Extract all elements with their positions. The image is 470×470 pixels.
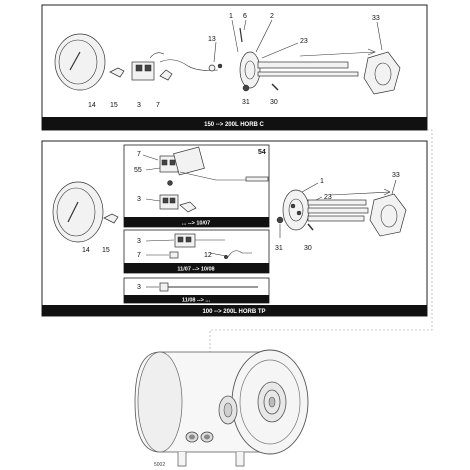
nut-part: [242, 84, 250, 92]
badge-54: 54: [258, 149, 266, 156]
label-mid-7a: 7: [137, 151, 141, 158]
label-mid-15: 15: [102, 247, 110, 254]
heating-element: [239, 48, 376, 89]
subpanel-3: 11/08 --> ... 3: [123, 277, 270, 304]
connector-part: [159, 69, 173, 81]
wire-bundle: [159, 59, 219, 71]
label-top-23: 23: [300, 38, 308, 45]
gasket-part-mid: [369, 193, 407, 237]
subpanel-2-caption: 11/07 --> 10/08: [177, 267, 214, 273]
panel-mid-caption: 100 --> 200L HORB TP: [202, 309, 265, 315]
label-mid-7b: 7: [137, 252, 141, 259]
label-top-30: 30: [270, 99, 278, 106]
cover-disc: [54, 33, 106, 91]
thermostat-part: [131, 52, 165, 81]
water-heater-tank: [134, 349, 309, 467]
drawing-code: 5002: [154, 462, 165, 468]
label-top-33: 33: [372, 15, 380, 22]
label-top-14: 14: [88, 102, 96, 109]
panel-top: 150 --> 200L HORB C: [41, 4, 428, 131]
label-top-1: 1: [229, 13, 233, 20]
label-mid-3c: 3: [137, 284, 141, 291]
panel-top-caption: 150 --> 200L HORB C: [204, 122, 264, 128]
screw-part: [271, 83, 279, 91]
label-top-31: 31: [242, 99, 250, 106]
dashed-leader: [209, 129, 433, 355]
gasket-part: [363, 51, 401, 95]
bolt-part: [239, 27, 243, 43]
label-top-13: 13: [208, 36, 216, 43]
panel-mid: 100 --> 200L HORB TP ... --> 10/07 54 7 …: [41, 140, 428, 317]
label-mid-33: 33: [392, 172, 400, 179]
heating-element-mid: [282, 188, 391, 231]
small-fitting: [208, 64, 216, 72]
subpanel-3-caption: 11/08 --> ...: [182, 298, 210, 304]
subpanel-1: ... --> 10/07 54 7 55 3: [123, 144, 270, 228]
cover-disc-mid: [52, 181, 104, 243]
clip-part-mid: [103, 213, 119, 224]
label-mid-12: 12: [204, 252, 212, 259]
label-mid-31: 31: [275, 245, 283, 252]
label-mid-3a: 3: [137, 196, 141, 203]
nut-part-mid: [276, 216, 284, 224]
panel-mid-caption-bar: [42, 305, 427, 316]
label-top-2: 2: [270, 13, 274, 20]
clip-part: [109, 67, 125, 78]
label-mid-23: 23: [324, 194, 332, 201]
screw-part-mid: [307, 223, 314, 231]
label-mid-55: 55: [134, 167, 142, 174]
panel-top-frame: [41, 4, 428, 131]
label-mid-1: 1: [320, 178, 324, 185]
subpanel-2: 11/07 --> 10/08 3 7 12: [123, 229, 270, 274]
label-top-15: 15: [110, 102, 118, 109]
label-top-3: 3: [137, 102, 141, 109]
label-mid-3b: 3: [137, 238, 141, 245]
label-top-6: 6: [243, 13, 247, 20]
label-mid-14: 14: [82, 247, 90, 254]
label-top-7: 7: [156, 102, 160, 109]
label-mid-30: 30: [304, 245, 312, 252]
subpanel-1-caption: ... --> 10/07: [182, 221, 210, 227]
panel-top-caption-bar: [42, 117, 427, 130]
